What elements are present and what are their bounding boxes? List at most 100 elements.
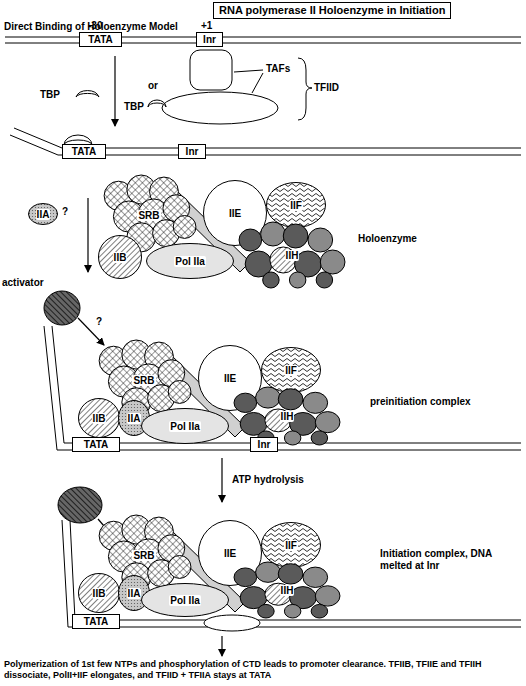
promoter-box	[73, 615, 120, 629]
factor-node: Inr	[178, 144, 206, 159]
factor-node: IIA	[28, 203, 58, 225]
factor-node: Pol IIa	[146, 243, 234, 279]
node-label: IIH	[280, 585, 295, 596]
node-label: Pol IIa	[174, 256, 205, 267]
node-label: SRB	[132, 550, 155, 561]
dna-strand	[52, 326, 521, 443]
factor-node: IIF	[266, 182, 326, 228]
node-label: IIH	[280, 411, 295, 422]
factor-node: IIH	[238, 222, 346, 288]
factor-node: TATA	[79, 32, 122, 47]
factor-shape	[79, 399, 120, 438]
annotation-label: TAFs	[266, 63, 290, 75]
annotation-label: activator	[2, 277, 44, 289]
node-label: Inr	[258, 439, 271, 450]
leader-line	[252, 73, 263, 93]
node-label: IIB	[113, 252, 128, 263]
factor-shape	[79, 574, 120, 613]
node-label: TATA	[88, 34, 112, 45]
annotation-label: TFIID	[314, 82, 339, 94]
factor-shape	[29, 204, 58, 225]
factor-node: Pol IIa	[141, 583, 229, 617]
annotation-label: preinitiation complex	[370, 396, 471, 408]
promoter-box	[179, 145, 206, 159]
promoter-box	[80, 33, 122, 47]
promoter-box	[197, 33, 223, 47]
annotation-label: TBP	[124, 101, 144, 113]
factor-node: Inr	[196, 32, 223, 47]
tbp-crescent	[76, 91, 99, 97]
factor-node: TATA	[72, 437, 120, 452]
annotation-label: +1	[201, 20, 212, 32]
factor-shape	[147, 244, 234, 279]
leader-line	[234, 70, 263, 72]
iih-subunit	[320, 250, 345, 274]
node-label: IIA	[127, 413, 142, 424]
factor-shape	[262, 348, 321, 393]
srb-subunit	[173, 216, 196, 239]
melted-bubble	[204, 615, 260, 631]
factor-node: IIH	[233, 387, 341, 445]
iih-subunit	[284, 431, 300, 445]
step-arrow	[114, 56, 115, 126]
node-label: TATA	[72, 146, 96, 157]
annotation-label: TBP	[40, 89, 60, 101]
iih-subunit	[234, 568, 257, 587]
node-label: IIB	[92, 413, 107, 424]
annotation-label: ?	[96, 316, 102, 328]
factor-shape	[142, 409, 229, 444]
activator-shape	[44, 291, 80, 325]
node-label: Pol IIa	[169, 421, 200, 432]
annotation-label: ATP hydrolysis	[232, 474, 304, 486]
srb-subunit	[168, 556, 191, 579]
factor-shape	[262, 523, 321, 568]
iih-subunit	[234, 393, 257, 412]
annotation-label: ?	[62, 206, 68, 218]
node-label: SRB	[132, 375, 155, 386]
annotation-label: Holoenzyme	[358, 233, 417, 245]
node-label: IIB	[92, 588, 107, 599]
node-label: IIE	[223, 548, 237, 559]
iih-subunit	[263, 272, 279, 288]
iih-subunit	[278, 389, 303, 410]
iih-subunit	[283, 224, 308, 248]
factor-node: IIF	[261, 347, 321, 393]
iih-subunit	[284, 604, 300, 618]
iih-subunit	[278, 564, 303, 584]
node-label: IIE	[228, 208, 242, 219]
iih-subunit	[316, 272, 332, 288]
factor-shape	[267, 183, 326, 228]
caption: Polymerization of 1st few NTPs and phosp…	[4, 659, 522, 681]
srb-subunit	[168, 381, 191, 404]
node-label: Inr	[186, 146, 199, 157]
iih-subunit	[261, 222, 286, 246]
factor-node: IIB	[98, 235, 142, 279]
factor-shape	[99, 236, 142, 279]
node-label: IIH	[285, 250, 300, 261]
node-label: TATA	[84, 616, 108, 627]
tbp-crescent	[148, 100, 166, 107]
taf-subunit	[190, 50, 232, 90]
iih-subunit	[239, 229, 262, 251]
promoter-box	[251, 438, 278, 452]
annotation-label: or	[148, 80, 158, 92]
step-arrow	[87, 198, 88, 272]
iih-subunit	[256, 562, 281, 582]
factor-node: IIB	[78, 398, 120, 438]
node-label: IIF	[289, 200, 303, 211]
iih-subunit	[289, 272, 305, 288]
node-label: Pol IIa	[169, 595, 200, 606]
iih-subunit	[315, 586, 340, 606]
node-label: IIA	[36, 209, 51, 220]
iih-subunit	[303, 567, 328, 587]
node-label: TATA	[84, 439, 108, 450]
annotation-label: -30	[88, 20, 102, 32]
iih-subunit	[258, 604, 274, 618]
step-arrow	[221, 458, 222, 502]
factor-node: Inr	[250, 437, 278, 452]
title-box: RNA polymerase II Holoenzyme in Initiati…	[213, 2, 451, 19]
promoter-box	[73, 438, 120, 452]
iih-subunit	[315, 412, 340, 433]
